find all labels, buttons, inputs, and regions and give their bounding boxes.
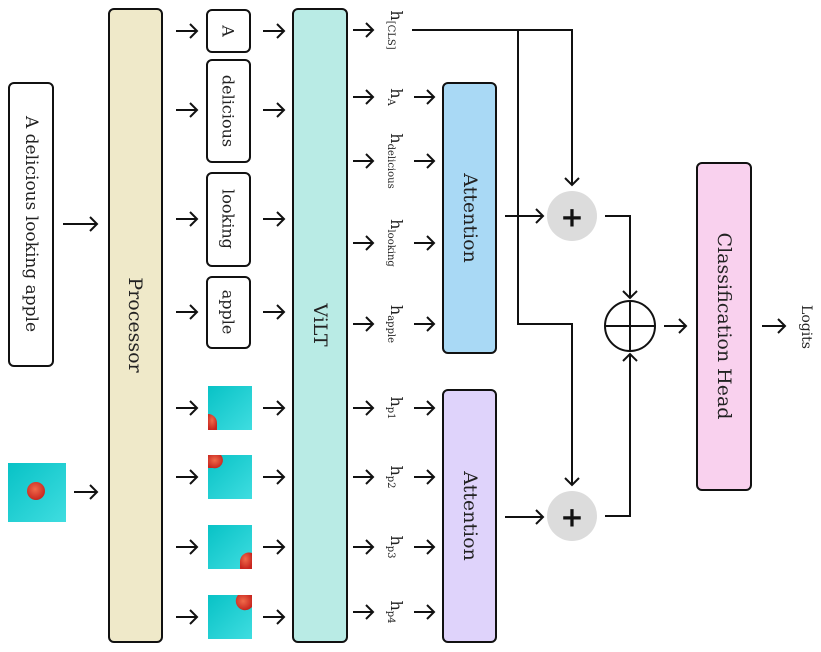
hidden-state-patch-label: hp4 <box>386 600 407 623</box>
arrow-right <box>353 400 375 416</box>
arrow-right <box>176 469 199 485</box>
arrow-right <box>176 400 199 416</box>
arrow-attention-text-to-add <box>505 208 545 224</box>
token-looking: looking <box>206 172 251 267</box>
vilt-block: ViLT <box>292 8 348 643</box>
arrow-right <box>414 89 436 105</box>
token-apple: apple <box>206 276 251 349</box>
attention-image-block: Attention <box>442 389 497 643</box>
arrow-right <box>263 304 286 320</box>
image-patch-3 <box>208 525 252 569</box>
vilt-output-arrows <box>353 22 375 620</box>
hidden-state-patch-label: hp3 <box>386 535 407 558</box>
token-label: looking <box>219 189 238 249</box>
arrow-image-to-processor <box>74 484 99 500</box>
attention-input-arrows <box>414 89 436 620</box>
processor-block: Processor <box>108 8 163 643</box>
arrow-right <box>263 469 286 485</box>
arrow-attention-image-to-add <box>505 509 545 525</box>
arrow-right <box>263 211 286 227</box>
concat-node <box>604 300 656 352</box>
input-text-box: A delicious looking apple <box>8 82 54 367</box>
arrow-right <box>176 609 199 625</box>
image-patch-2 <box>208 455 252 499</box>
image-patch-1 <box>208 386 252 430</box>
hidden-state-labels: h[CLS] hA hdelicious hlooking happle hp1 hp2 hp… <box>386 10 407 623</box>
arrow-right <box>414 604 436 620</box>
arrow-right <box>414 469 436 485</box>
vilt-input-arrows <box>263 23 286 625</box>
arrow-right <box>353 89 375 105</box>
arrow-right <box>353 604 375 620</box>
plus-icon: + <box>560 501 583 534</box>
arrow-head-to-logits <box>762 318 787 334</box>
add-node-text: + <box>547 191 597 241</box>
arrow-right <box>353 22 375 38</box>
hidden-state-patch-label: hp1 <box>386 396 407 419</box>
arrow-right <box>263 400 286 416</box>
arrow-right <box>353 469 375 485</box>
arrow-right <box>353 153 375 169</box>
arrow-right <box>414 400 436 416</box>
token-delicious: delicious <box>206 59 251 163</box>
cls-connector <box>412 29 580 487</box>
input-image <box>8 463 66 522</box>
vilt-label: ViLT <box>309 302 331 347</box>
add-to-concat-connectors <box>605 215 638 517</box>
classification-head-block: Classification Head <box>696 162 752 491</box>
hidden-state-text-label: hlooking <box>386 219 407 267</box>
arrow-concat-to-head <box>664 318 688 334</box>
hidden-state-text-label: h[CLS] <box>386 10 407 49</box>
hidden-state-text-label: happle <box>386 305 407 343</box>
arrow-right <box>176 102 199 118</box>
add-node-image: + <box>547 491 597 541</box>
arrow-right <box>414 235 436 251</box>
input-text-label: A delicious looking apple <box>21 115 41 332</box>
arrow-right <box>263 609 286 625</box>
attention-text-label: Attention <box>459 172 481 263</box>
image-patch-4 <box>208 595 252 639</box>
token-label: apple <box>219 290 238 335</box>
plus-icon: + <box>560 201 583 234</box>
attention-text-block: Attention <box>442 82 497 354</box>
arrow-right <box>353 235 375 251</box>
arrow-right <box>353 539 375 555</box>
hidden-state-text-label: hdelicious <box>386 133 407 188</box>
token-A: A <box>206 9 251 53</box>
arrow-text-to-processor <box>63 216 99 232</box>
hidden-state-text-label: hA <box>386 88 407 106</box>
arrow-right <box>263 23 286 39</box>
token-label: delicious <box>219 75 238 147</box>
attention-image-label: Attention <box>459 470 481 561</box>
hidden-state-patch-label: hp2 <box>386 465 407 488</box>
processor-label: Processor <box>124 277 146 373</box>
processor-output-arrows <box>176 23 199 625</box>
arrow-right <box>263 539 286 555</box>
arrow-right <box>176 304 199 320</box>
logits-label: Logits <box>798 305 814 349</box>
arrow-right <box>176 23 199 39</box>
arrow-right <box>414 153 436 169</box>
arrow-right <box>176 211 199 227</box>
arrow-right <box>414 316 436 332</box>
arrow-right <box>176 539 199 555</box>
token-label: A <box>219 24 238 37</box>
arrow-right <box>263 102 286 118</box>
arrow-right <box>414 539 436 555</box>
classification-head-label: Classification Head <box>713 233 735 420</box>
arrow-right <box>353 316 375 332</box>
